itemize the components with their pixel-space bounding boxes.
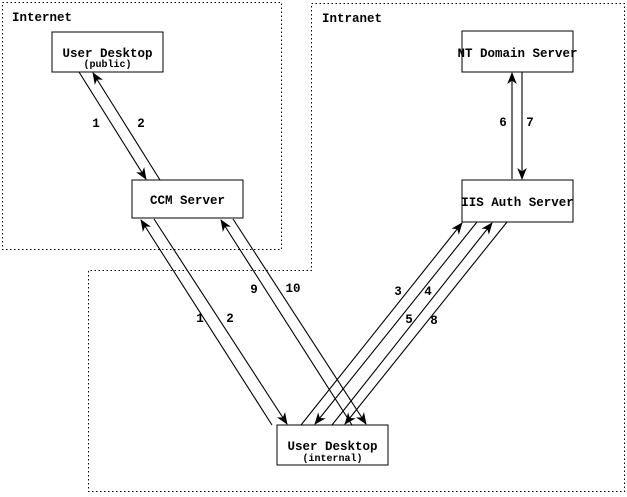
edge-label-3: 3 xyxy=(394,285,402,299)
arrow-1-public-desktop-to-ccm xyxy=(78,71,147,180)
arrow-2-ccm-to-internal-desktop xyxy=(153,218,288,425)
user-desktop-internal-label: User Desktop xyxy=(287,440,377,454)
edge-label-1: 1 xyxy=(92,117,100,131)
ccm-server-box xyxy=(131,179,244,219)
edge-label-5: 5 xyxy=(405,313,413,327)
arrow-9-internal-desktop-to-ccm xyxy=(220,219,353,426)
internet-zone-border xyxy=(1,1,283,251)
iis-auth-server-box xyxy=(461,179,574,223)
edge-label-2b: 2 xyxy=(226,312,234,326)
edge-label-10: 10 xyxy=(285,282,300,296)
user-desktop-internal-box xyxy=(276,424,389,466)
arrow-3-internal-desktop-to-iis xyxy=(300,222,463,426)
arrow-5-internal-desktop-to-iis xyxy=(331,222,493,426)
node-user-desktop-public: User Desktop (public) xyxy=(51,31,164,73)
node-user-desktop-internal: User Desktop (internal) xyxy=(276,424,389,466)
edge-label-1b: 1 xyxy=(196,312,204,326)
edge-label-4: 4 xyxy=(424,285,432,299)
edge-label-7: 7 xyxy=(526,116,534,130)
edge-label-9: 9 xyxy=(250,283,258,297)
nt-domain-server-label: NT Domain Server xyxy=(457,47,577,61)
edge-label-2: 2 xyxy=(137,117,145,131)
user-desktop-internal-sublabel: (internal) xyxy=(302,453,362,465)
arrow-8-iis-to-internal-desktop xyxy=(344,221,508,425)
edge-label-6: 6 xyxy=(499,116,507,130)
node-nt-domain-server: NT Domain Server xyxy=(457,30,578,73)
arrow-4-iis-to-internal-desktop xyxy=(314,221,478,425)
node-iis-auth-server: IIS Auth Server xyxy=(461,179,574,223)
user-desktop-public-sublabel: (public) xyxy=(83,59,131,71)
iis-auth-server-label: IIS Auth Server xyxy=(461,196,574,210)
nt-domain-server-box xyxy=(461,30,574,73)
arrow-2-ccm-to-public-desktop xyxy=(92,72,161,181)
edge-label-8: 8 xyxy=(430,314,438,328)
intranet-zone-label: Intranet xyxy=(322,12,382,26)
node-ccm-server: CCM Server xyxy=(131,179,244,219)
ccm-server-label: CCM Server xyxy=(150,194,225,208)
arrow-1-internal-desktop-to-ccm xyxy=(140,219,273,426)
user-desktop-public-box xyxy=(51,31,164,73)
internet-zone-label: Internet xyxy=(12,11,72,25)
arrow-10-ccm-to-internal-desktop xyxy=(232,218,367,425)
user-desktop-public-label: User Desktop xyxy=(62,47,152,61)
intranet-zone-border xyxy=(87,2,626,493)
